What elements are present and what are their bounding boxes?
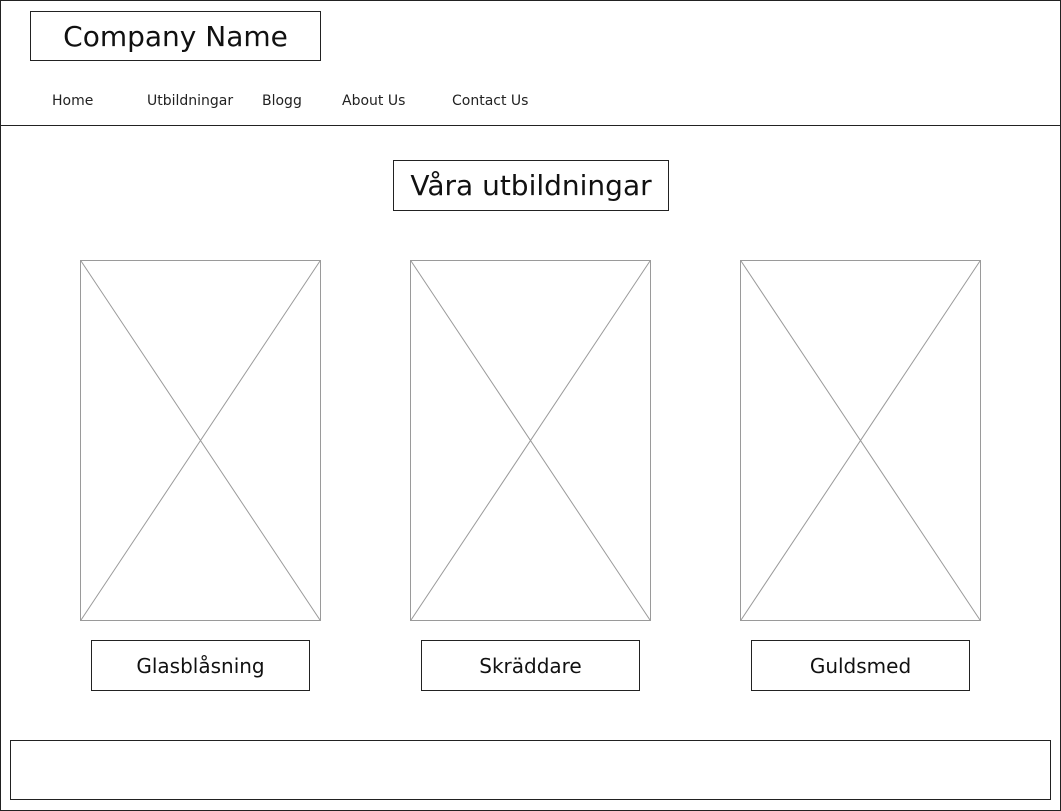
site-footer [10,740,1051,800]
company-logo[interactable]: Company Name [30,11,321,61]
course-image-placeholder[interactable] [410,260,651,621]
image-placeholder-icon [81,261,320,620]
image-placeholder-icon [411,261,650,620]
header-divider [0,125,1061,126]
nav-utbildningar[interactable]: Utbildningar [147,93,234,109]
page-title: Våra utbildningar [393,160,669,211]
course-label-glasblasning[interactable]: Glasblåsning [91,640,310,691]
course-label-skraddare[interactable]: Skräddare [421,640,640,691]
image-placeholder-icon [741,261,980,620]
course-image-placeholder[interactable] [740,260,981,621]
course-label-guldsmed[interactable]: Guldsmed [751,640,970,691]
course-image-placeholder[interactable] [80,260,321,621]
nav-contact-us[interactable]: Contact Us [452,93,529,109]
nav-blogg[interactable]: Blogg [262,93,302,109]
nav-about-us[interactable]: About Us [342,93,406,109]
nav-home[interactable]: Home [52,93,94,109]
